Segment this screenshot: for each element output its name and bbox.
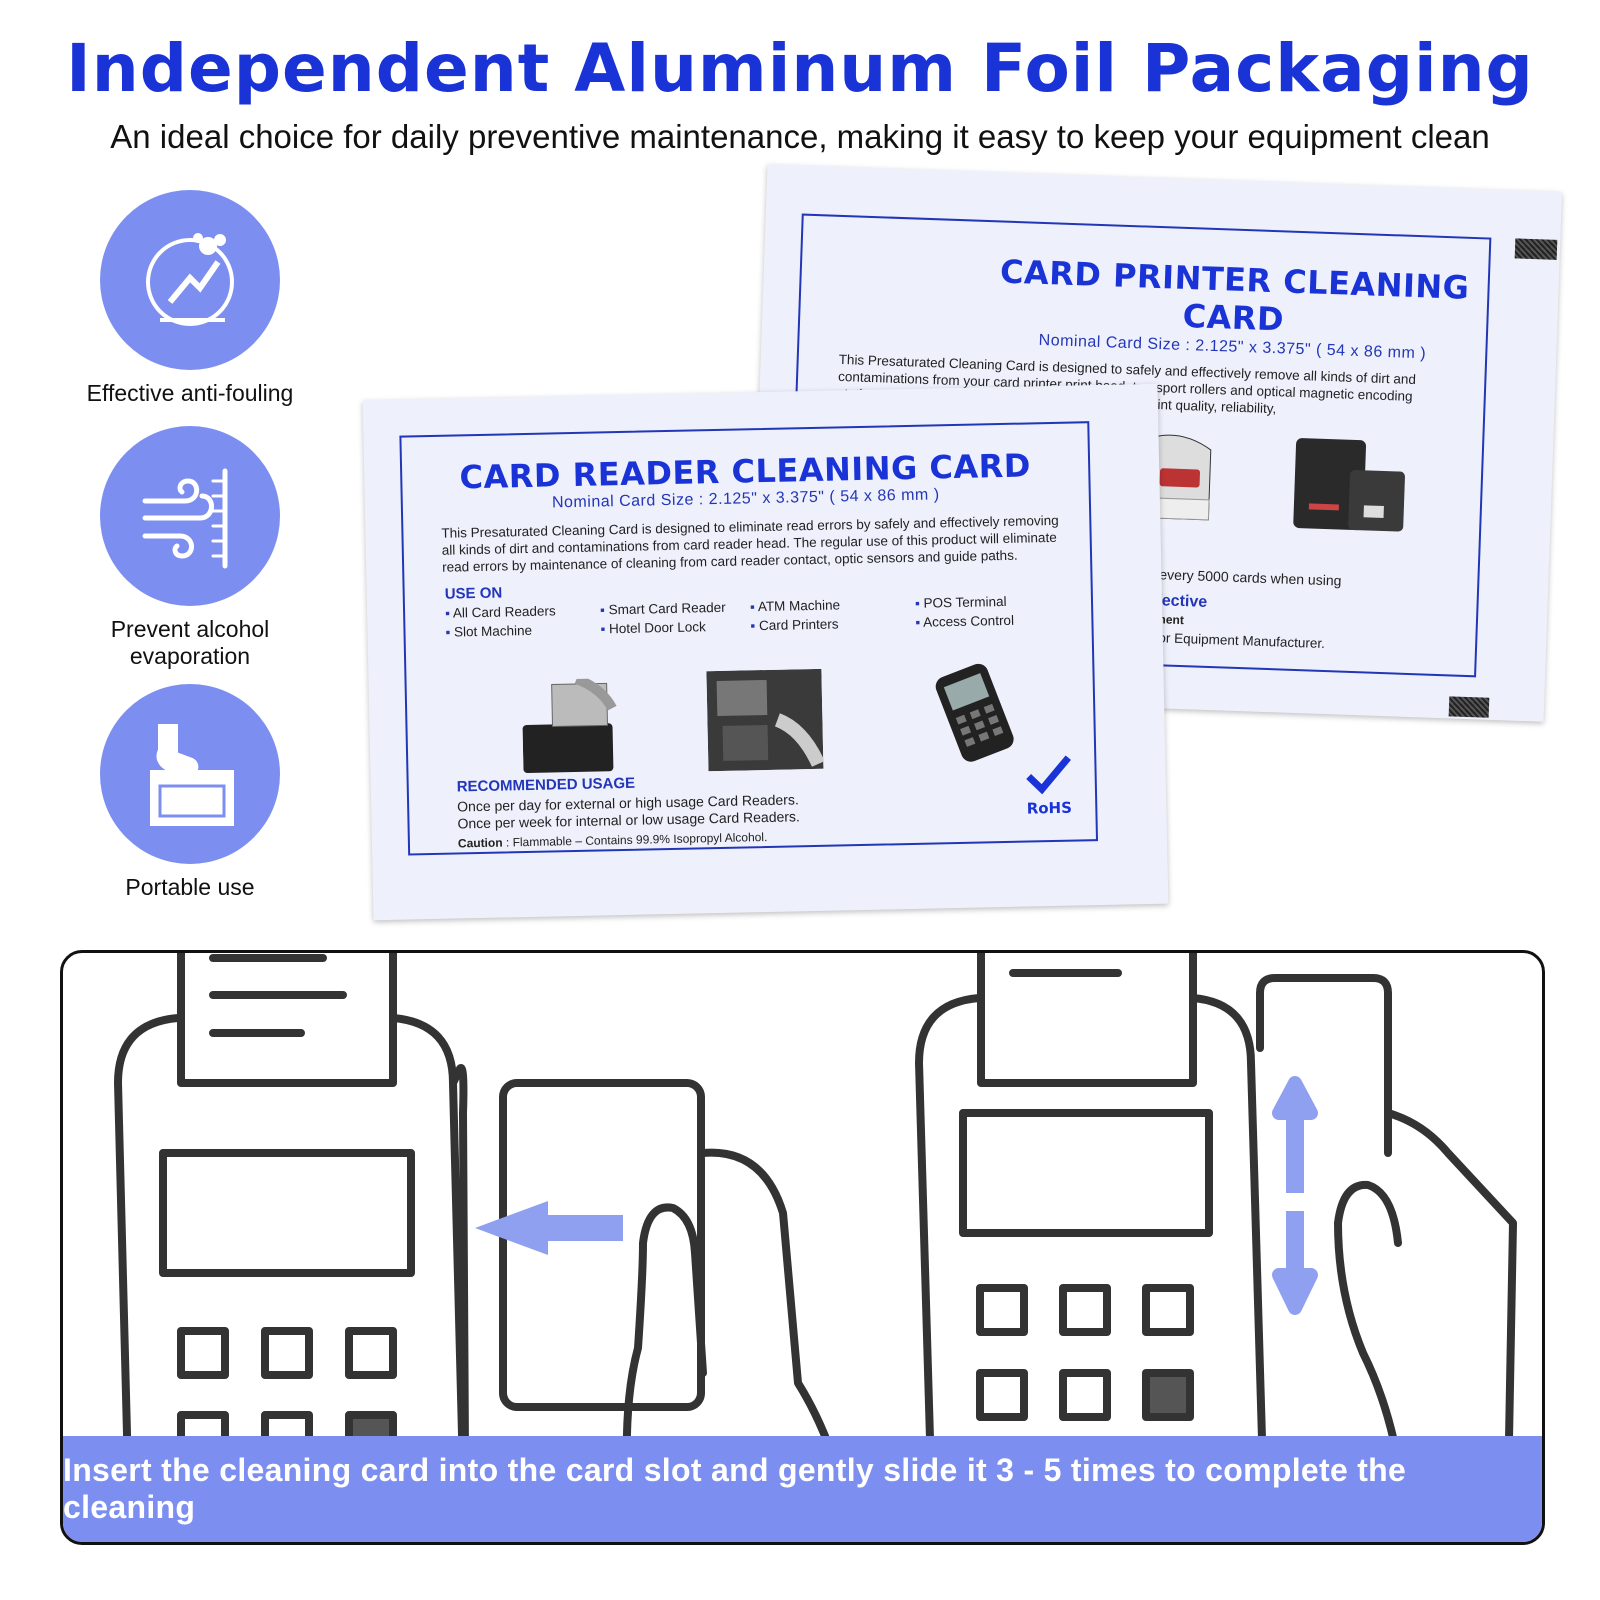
printer-packet-usage-fragment: n or every 5000 cards when using — [1131, 565, 1342, 589]
instruction-text: Insert the cleaning card into the card s… — [63, 1452, 1407, 1525]
reader-packet-frame: CARD READER CLEANING CARD Nominal Card S… — [399, 421, 1099, 856]
recommended-usage-heading: RECOMMENDED USAGE — [456, 774, 636, 796]
use-on-item: Card Printers — [750, 615, 915, 633]
reader-packet-description: This Presaturated Cleaning Card is desig… — [441, 512, 1059, 575]
reader-cleaning-packet: CARD READER CLEANING CARD Nominal Card S… — [362, 383, 1169, 921]
use-on-item: Smart Card Reader — [600, 599, 750, 617]
caution-note: Caution : Flammable – Contains 99.9% Iso… — [458, 830, 768, 850]
use-on-item: Slot Machine — [445, 621, 600, 640]
checkmark-icon — [1026, 755, 1071, 795]
feature-prevent-evaporation: Prevent alcohol evaporation — [60, 426, 320, 670]
atm-machine-photo — [706, 668, 825, 776]
rohs-label: RoHS — [1026, 798, 1073, 818]
feature-label: Effective anti-fouling — [86, 380, 294, 406]
use-on-item: Access Control — [915, 612, 1065, 630]
pos-terminal-illustration — [114, 953, 1517, 1497]
feature-anti-fouling: Effective anti-fouling — [60, 190, 320, 407]
instruction-banner: Insert the cleaning card into the card s… — [63, 1436, 1542, 1542]
page-subtitle: An ideal choice for daily preventive mai… — [110, 118, 1490, 155]
pos-terminal-photo — [921, 663, 1023, 770]
use-on-item: Hotel Door Lock — [600, 618, 750, 636]
rohs-badge: RoHS — [1018, 753, 1079, 818]
caution-label: Caution — [457, 835, 503, 851]
hand-card-icon — [100, 684, 280, 864]
packet-seal-strip — [1448, 696, 1490, 718]
use-on-item: POS Terminal — [915, 593, 1065, 611]
wind-evaporation-icon — [100, 426, 280, 606]
feature-portable: Portable use — [60, 684, 320, 901]
caution-text: : Flammable – Contains 99.9% Isopropyl A… — [502, 830, 768, 850]
printer-packet-frame: CARD PRINTER CLEANING CARD Nominal Card … — [786, 213, 1492, 678]
card-reader-photo — [522, 674, 624, 780]
use-on-item: All Card Readers — [445, 602, 600, 620]
recommended-usage-text: Once per day for external or high usage … — [457, 791, 800, 832]
printer-cleaning-packet: CARD PRINTER CLEANING CARD Nominal Card … — [748, 164, 1563, 722]
packet-seal-strip — [1514, 238, 1558, 260]
anti-fouling-icon — [100, 190, 280, 370]
page-title: Independent Aluminum Foil Packaging — [66, 30, 1534, 107]
use-on-item: ATM Machine — [750, 596, 915, 614]
card-printer-photo-black — [1288, 433, 1411, 537]
card-printer-photo-white — [1138, 428, 1221, 527]
usage-illustration: Insert the cleaning card into the card s… — [60, 950, 1545, 1545]
feature-label: Prevent alcohol evaporation — [110, 616, 270, 669]
feature-label: Portable use — [125, 874, 255, 900]
